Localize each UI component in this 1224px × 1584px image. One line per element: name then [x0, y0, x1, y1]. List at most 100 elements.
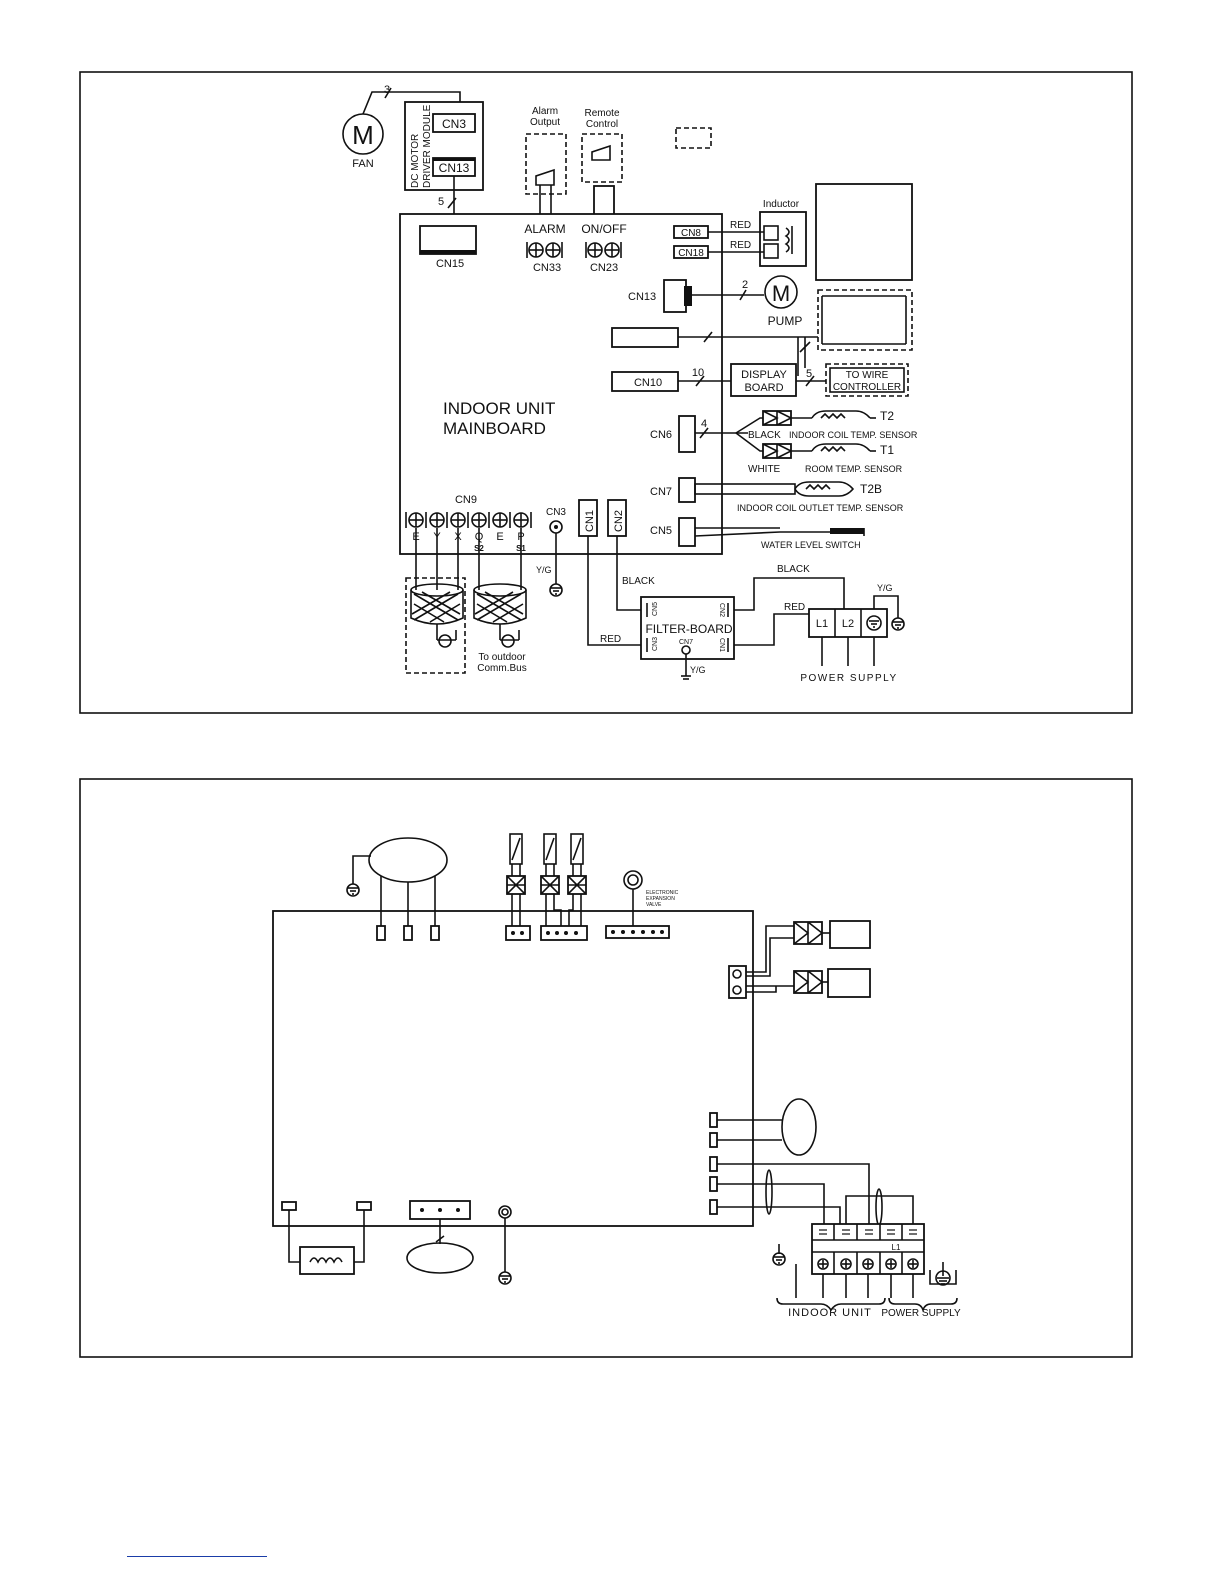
- cn3-connector: [432, 113, 476, 133]
- svg-text:CN15: CN15: [436, 258, 464, 270]
- cn9-terminal-block: [405, 512, 532, 528]
- svg-text:CN13: CN13: [628, 291, 656, 303]
- svg-text:CN3: CN3: [442, 117, 466, 131]
- svg-text:CN7: CN7: [679, 639, 693, 646]
- svg-text:CN3: CN3: [652, 637, 659, 651]
- svg-text:CN23: CN23: [590, 262, 618, 274]
- ground-icon-2: [772, 1252, 786, 1266]
- display-board: [730, 363, 797, 397]
- svg-text:CONTROLLER: CONTROLLER: [833, 382, 901, 393]
- bottom-motor-2: [406, 1242, 474, 1274]
- svg-text:INDOOR COIL OUTLET TEMP. SENSO: INDOOR COIL OUTLET TEMP. SENSOR: [737, 503, 904, 513]
- svg-text:10: 10: [692, 367, 704, 379]
- svg-text:4: 4: [701, 418, 707, 430]
- svg-text:TO WIRE: TO WIRE: [846, 370, 889, 381]
- mainboard-label-2: MAINBOARD: [443, 419, 546, 438]
- svg-text:CN8: CN8: [681, 228, 701, 239]
- fan-motor-2: [368, 837, 448, 883]
- svg-text:WHITE: WHITE: [748, 464, 781, 475]
- terminal-e2: E: [496, 531, 503, 543]
- svg-text:Alarm: Alarm: [532, 106, 558, 117]
- power-supply-label-2: POWER SUPPLY: [881, 1308, 961, 1319]
- svg-text:L1: L1: [892, 1243, 901, 1252]
- svg-text:5: 5: [806, 368, 812, 380]
- component-top-1: [793, 920, 871, 949]
- power-ground-icon: [891, 617, 905, 631]
- ground-icon-3: [498, 1271, 512, 1285]
- thermistor-1: [505, 833, 531, 941]
- svg-text:BOARD: BOARD: [744, 382, 783, 394]
- svg-text:BLACK: BLACK: [777, 564, 810, 575]
- svg-text:L1: L1: [816, 618, 828, 630]
- right-top-box: [815, 183, 913, 281]
- svg-text:CN7: CN7: [650, 486, 672, 498]
- svg-text:VALVE: VALVE: [646, 902, 662, 908]
- unlabeled-connector: [611, 327, 679, 348]
- filter-board: [640, 596, 735, 660]
- svg-text:T2B: T2B: [860, 482, 882, 496]
- left-cable-shield: [410, 583, 464, 648]
- svg-text:BLACK: BLACK: [748, 430, 781, 441]
- svg-text:L2: L2: [842, 618, 854, 630]
- right-dashed-box: [817, 289, 913, 351]
- cn23-terminal: [585, 242, 622, 258]
- svg-text:Remote: Remote: [584, 108, 619, 119]
- terminal-screws: [817, 1258, 919, 1270]
- svg-text:ELECTRONIC: ELECTRONIC: [646, 890, 679, 896]
- dc-motor-driver-module: CN3 CN13 DC MOTOR DRIVER MODULE: [404, 101, 484, 191]
- svg-text:CN1: CN1: [584, 510, 596, 532]
- svg-text:RED: RED: [730, 240, 751, 251]
- expansion-valve-connector: [605, 925, 670, 939]
- to-wire-controller: [825, 363, 909, 397]
- svg-text:EXPANSION: EXPANSION: [646, 896, 675, 902]
- cn6-connector: [678, 415, 696, 453]
- pump-motor-icon: [764, 275, 798, 309]
- svg-text:RED: RED: [600, 634, 621, 645]
- inductor-label: Inductor: [763, 199, 800, 210]
- dc-motor-label: DC MOTOR: [410, 134, 421, 188]
- ground-icon: [549, 583, 563, 597]
- svg-text:T1: T1: [880, 443, 894, 457]
- svg-text:FILTER-BOARD: FILTER-BOARD: [645, 622, 732, 636]
- svg-text:2: 2: [742, 279, 748, 291]
- svg-text:CN10: CN10: [634, 377, 662, 389]
- svg-text:CN1: CN1: [718, 638, 725, 652]
- driver-module-label: DRIVER MODULE: [422, 104, 433, 188]
- right-cable-shield: [473, 583, 527, 648]
- svg-text:CN2: CN2: [613, 510, 625, 532]
- remote-control-box: [581, 133, 623, 183]
- fan-label: FAN: [352, 158, 373, 170]
- svg-text:RED: RED: [784, 602, 805, 613]
- footer-link-underline: [127, 1556, 267, 1557]
- fan-motor: M FAN: [342, 113, 384, 170]
- expansion-valve-icon: [623, 870, 643, 890]
- svg-text:Y/G: Y/G: [877, 583, 893, 593]
- svg-text:CN3: CN3: [546, 507, 566, 518]
- mainboard-label-1: INDOOR UNIT: [443, 399, 555, 418]
- indoor-unit-label: INDOOR UNIT: [788, 1307, 872, 1319]
- svg-text:CN5: CN5: [650, 525, 672, 537]
- svg-text:RED: RED: [730, 220, 751, 231]
- power-supply-label-1: POWER SUPPLY: [800, 673, 897, 684]
- t2-sensor: [762, 410, 876, 426]
- svg-text:Y/G: Y/G: [690, 665, 706, 675]
- svg-text:Output: Output: [530, 117, 560, 128]
- cn5-connector: [678, 517, 696, 547]
- svg-text:BLACK: BLACK: [622, 576, 655, 587]
- svg-text:CN6: CN6: [650, 429, 672, 441]
- svg-text:CN13: CN13: [439, 161, 470, 175]
- diagram-1-frame: [79, 71, 1133, 714]
- svg-text:INDOOR COIL TEMP. SENSOR: INDOOR COIL TEMP. SENSOR: [789, 430, 918, 440]
- wire-count-3: 3: [384, 84, 390, 96]
- svg-text:CN18: CN18: [678, 248, 704, 259]
- inductor: [759, 211, 807, 267]
- svg-text:CN5: CN5: [652, 602, 659, 616]
- cn33-terminal: [526, 242, 563, 258]
- diagram-2-frame: [79, 778, 1133, 1358]
- unlabeled-dashed-box: [675, 127, 712, 149]
- motor-ground-icon: [346, 883, 360, 897]
- svg-text:CN9: CN9: [455, 494, 477, 506]
- svg-text:T2: T2: [880, 409, 894, 423]
- indoor-mainboard-2: [272, 910, 754, 1227]
